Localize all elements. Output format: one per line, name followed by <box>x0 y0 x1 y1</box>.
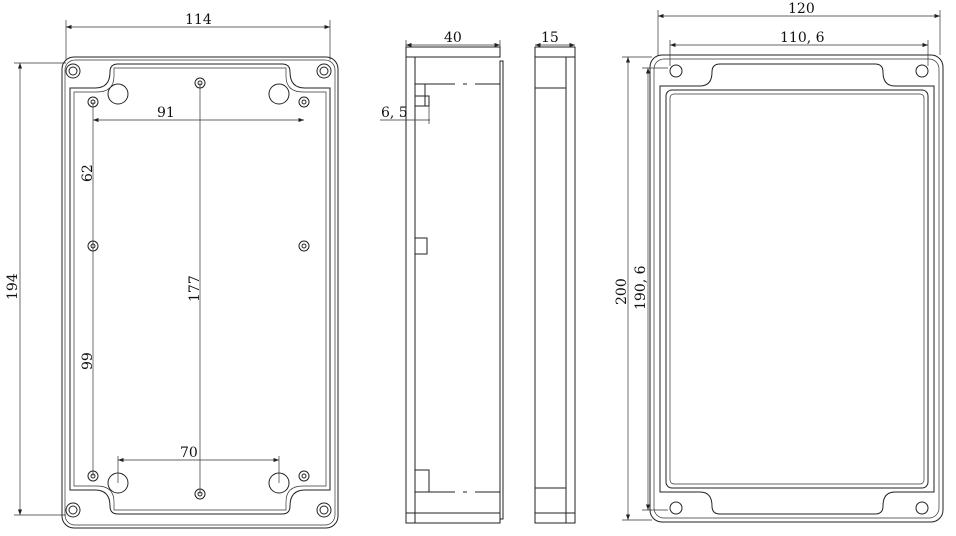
dim-outer-width: 120 <box>788 1 815 17</box>
dim-hole-span-x: 91 <box>157 105 175 121</box>
dim-hole-span-upper: 62 <box>80 164 96 182</box>
dim-outer-height: 200 <box>614 278 630 305</box>
side-section-view: 40 6, 5 <box>380 30 504 524</box>
dim-offset: 6, 5 <box>381 105 408 121</box>
lid-side-view: 15 <box>534 30 576 524</box>
dim-lower-span: 70 <box>180 445 198 461</box>
top-view: 120 110, 6 200 190, 6 <box>614 1 944 523</box>
dim-depth: 40 <box>444 30 462 46</box>
dim-lid-depth: 15 <box>541 30 559 46</box>
dim-inner-height: 190, 6 <box>633 265 649 310</box>
dim-width: 114 <box>185 12 212 28</box>
dim-height: 194 <box>5 273 21 300</box>
dim-hole-span-lower: 99 <box>80 352 96 370</box>
corner-screw-icons <box>65 63 332 518</box>
dim-inner-width: 110, 6 <box>780 30 825 46</box>
mounting-holes <box>87 77 310 500</box>
lid-screw-icons <box>669 64 929 515</box>
bottom-view: 114 194 91 62 99 177 70 <box>5 12 339 529</box>
dim-center-span: 177 <box>187 275 203 302</box>
